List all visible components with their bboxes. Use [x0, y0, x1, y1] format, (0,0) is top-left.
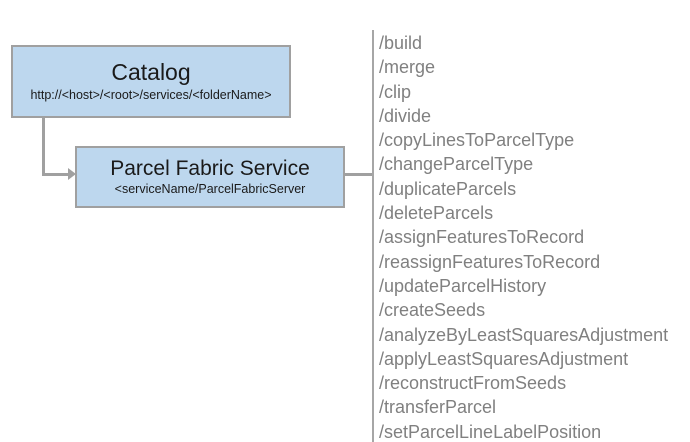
endpoint-item: /reconstructFromSeeds [379, 373, 567, 394]
endpoint-item: /applyLeastSquaresAdjustment [379, 348, 629, 369]
endpoint-item: /setParcelLineLabelPosition [379, 421, 602, 442]
endpoint-item: /copyLinesToParcelType [379, 130, 575, 151]
endpoint-item: /divide [379, 105, 432, 126]
catalog-node-title: Catalog [111, 59, 191, 86]
connector-vertical-segment [42, 118, 45, 176]
endpoint-item: /duplicateParcels [379, 178, 517, 199]
endpoint-list: /build /merge /clip /divide /copyLinesTo… [379, 31, 679, 442]
endpoint-item: /changeParcelType [379, 154, 534, 175]
endpoint-item: /merge [379, 57, 436, 78]
endpoint-item: /reassignFeaturesToRecord [379, 251, 601, 272]
endpoint-item: /clip [379, 81, 412, 102]
endpoint-item: /transferParcel [379, 397, 497, 418]
endpoint-item: /createSeeds [379, 300, 486, 321]
endpoint-item: /assignFeaturesToRecord [379, 227, 585, 248]
catalog-node-url: http://<host>/<root>/services/<folderNam… [30, 88, 272, 103]
endpoint-item: /deleteParcels [379, 203, 494, 224]
service-node-title: Parcel Fabric Service [110, 156, 310, 180]
endpoint-list-divider [372, 30, 374, 442]
endpoint-item: /updateParcelHistory [379, 275, 547, 296]
service-node-path: <serviceName/ParcelFabricServer [114, 181, 306, 196]
connector-horizontal-segment [42, 173, 70, 176]
catalog-node: Catalog http://<host>/<root>/services/<f… [11, 45, 291, 118]
endpoint-item: /build [379, 33, 423, 53]
parcel-fabric-service-node: Parcel Fabric Service <serviceName/Parce… [75, 146, 345, 208]
endpoint-item: /analyzeByLeastSquaresAdjustment [379, 324, 669, 345]
connector-service-to-endpoints [345, 173, 374, 176]
connector-arrowhead-icon [68, 168, 76, 180]
